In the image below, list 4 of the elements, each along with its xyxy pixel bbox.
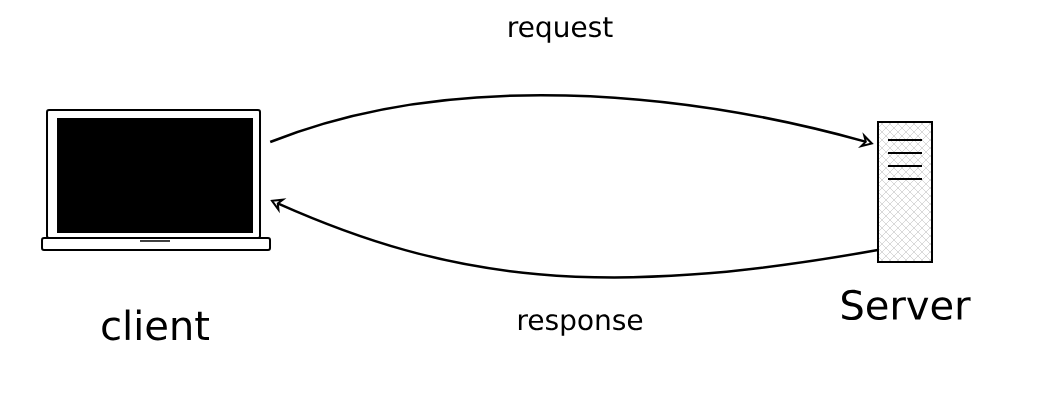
node-caption: Server [842,289,971,321]
edge-label: response [514,312,646,338]
edge-label: request [504,15,616,45]
node-caption: client [102,309,209,341]
